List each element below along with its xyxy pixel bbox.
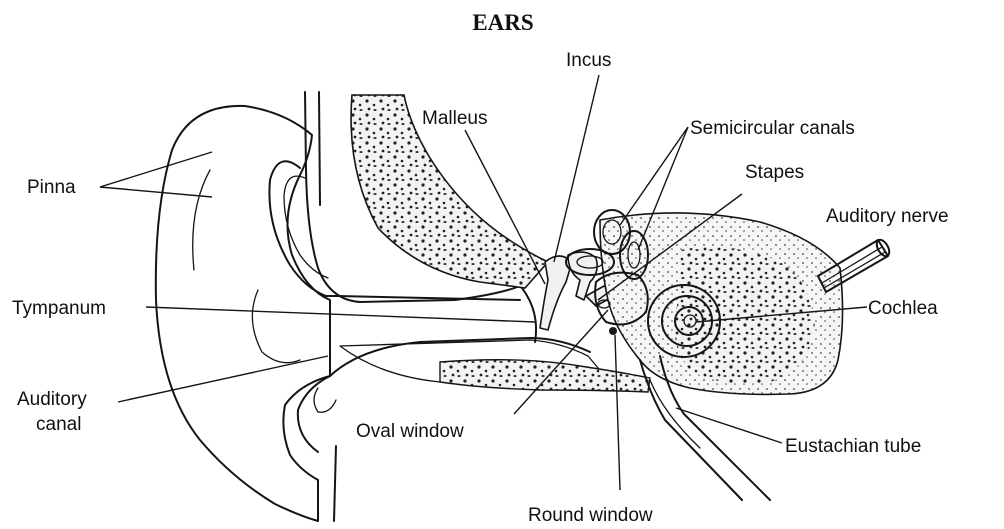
- label-round-window: Round window: [528, 505, 653, 526]
- label-tympanum: Tympanum: [12, 298, 106, 319]
- tympanum-membrane: [522, 288, 536, 342]
- label-oval-window: Oval window: [356, 421, 464, 442]
- label-incus: Incus: [566, 50, 611, 71]
- label-malleus: Malleus: [422, 108, 487, 129]
- label-pinna: Pinna: [27, 177, 76, 198]
- label-semicircular-canals: Semicircular canals: [690, 118, 855, 139]
- round-window: [609, 327, 617, 335]
- label-auditory-canal-line2: canal: [36, 414, 81, 435]
- label-auditory-nerve: Auditory nerve: [826, 206, 949, 227]
- label-eustachian-tube: Eustachian tube: [785, 436, 921, 457]
- ear-illustration: [156, 92, 892, 521]
- diagram-title: EARS: [472, 10, 533, 35]
- label-cochlea: Cochlea: [868, 298, 938, 319]
- label-auditory-canal-line1: Auditory: [17, 389, 87, 410]
- label-stapes: Stapes: [745, 162, 804, 183]
